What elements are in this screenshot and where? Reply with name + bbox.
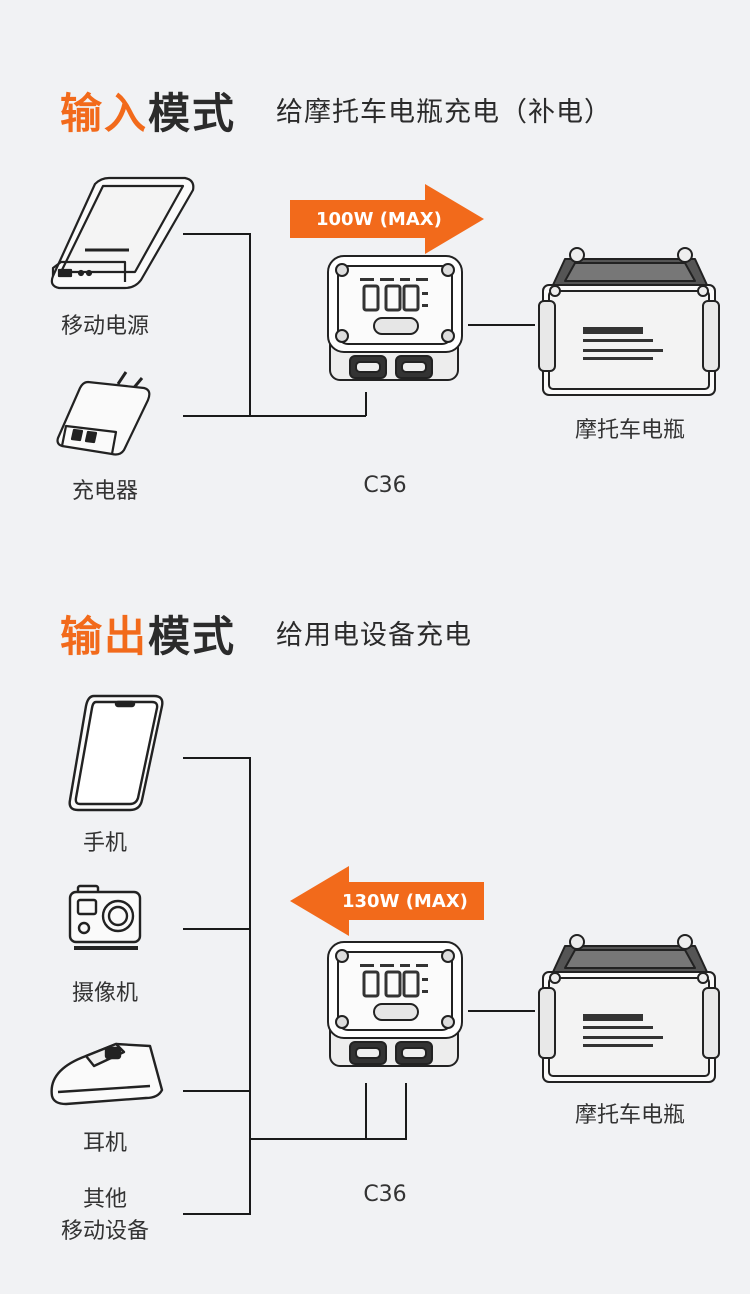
input-title-accent: 输入 (60, 89, 149, 138)
phone-icon (68, 694, 164, 812)
output-trunk-line (250, 1083, 407, 1140)
headset-icon (50, 1042, 164, 1106)
output-mode-subtitle: 给用电设备充电 (276, 620, 472, 651)
input-arrow-label: 100W (MAX) (316, 209, 442, 230)
input-mode-subtitle: 给摩托车电瓶充电（补电） (276, 97, 612, 128)
target-label-headset: 耳机 (82, 1131, 127, 1156)
target-label-phone: 手机 (82, 831, 127, 856)
output-target-bracket (183, 757, 251, 1215)
input-power-arrow: 100W (MAX) (290, 184, 484, 254)
input-device-label: C36 (363, 473, 407, 498)
output-mode-title: 输出模式 (60, 603, 236, 664)
output-title-accent: 输出 (60, 612, 149, 661)
c36-device-input (327, 255, 463, 381)
output-battery-label: 摩托车电瓶 (574, 1103, 685, 1128)
output-power-arrow: 130W (MAX) (290, 866, 484, 936)
source-label-power-bank: 移动电源 (60, 314, 149, 339)
input-title-rest: 模式 (148, 89, 237, 138)
arrow-right-shape (290, 184, 484, 254)
input-battery-label: 摩托车电瓶 (574, 418, 685, 443)
action-camera-icon (68, 884, 142, 950)
input-mode-title: 输入模式 (60, 80, 236, 141)
c36-device-output (327, 941, 463, 1067)
output-title-rest: 模式 (148, 612, 237, 661)
target-label-other: 其他 移动设备 (60, 1187, 149, 1244)
output-arrow-label: 130W (MAX) (342, 891, 468, 912)
power-bank-icon (50, 176, 195, 290)
motorcycle-battery-icon-input (538, 247, 720, 396)
input-source-bracket (183, 233, 251, 417)
target-label-camera: 摄像机 (71, 981, 138, 1006)
output-device-label: C36 (363, 1182, 407, 1207)
source-label-charger: 充电器 (71, 479, 138, 504)
wall-charger-icon (56, 371, 151, 456)
arrow-left-shape (290, 866, 484, 936)
motorcycle-battery-icon-output (538, 934, 720, 1083)
